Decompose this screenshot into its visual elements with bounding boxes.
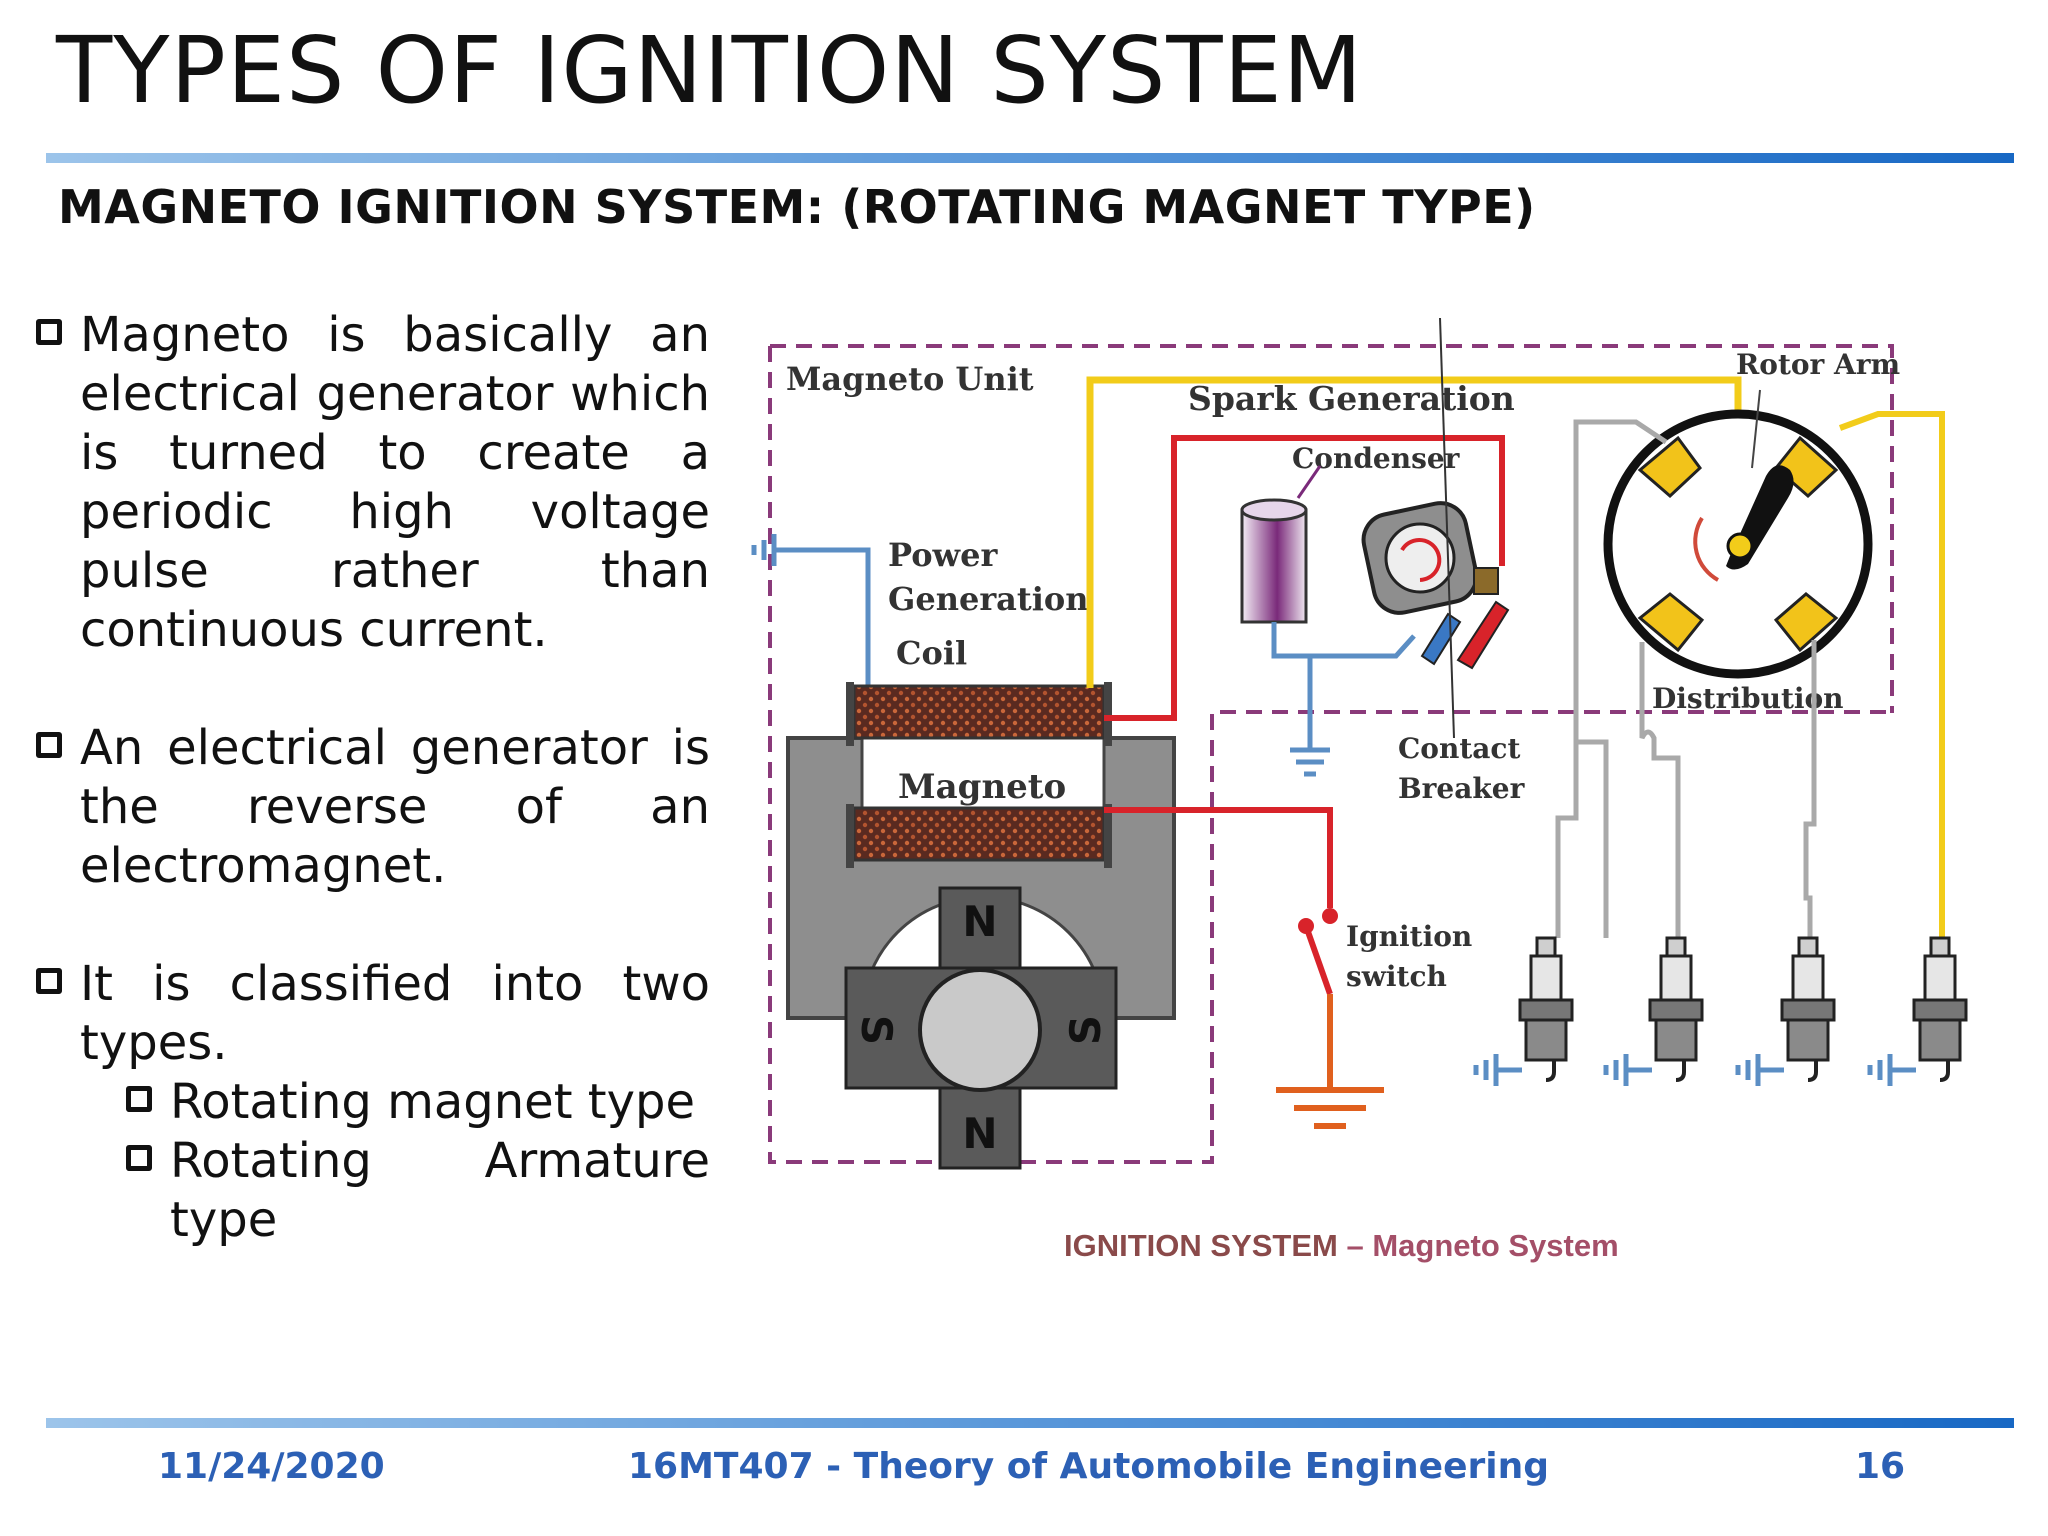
breaker-label: Breaker — [1398, 772, 1526, 805]
magneto-unit-label: Magneto Unit — [786, 360, 1034, 398]
magneto-unit-border — [768, 346, 1892, 1164]
checkbox-bullet-icon — [126, 1086, 152, 1112]
slide-subtitle: MAGNETO IGNITION SYSTEM: (ROTATING MAGNE… — [58, 180, 1536, 234]
footer-course: 16MT407 - Theory of Automobile Engineeri… — [628, 1446, 1550, 1487]
plug-2-wire — [1639, 642, 1681, 938]
power-coil-ground-wire — [774, 547, 871, 690]
spark-generation-label: Spark Generation — [1188, 379, 1515, 418]
magneto-unit-border — [770, 344, 1894, 713]
pole-s-right: S — [1061, 1015, 1110, 1045]
footer-page-number: 16 — [1855, 1446, 1906, 1487]
ground-icon — [1290, 747, 1330, 777]
bullet-text: An electrical generator is the reverse o… — [80, 720, 710, 894]
switch-label: switch — [1346, 960, 1447, 993]
sub-bullet-text: Rotating magnet type — [170, 1074, 695, 1130]
condenser-icon — [1240, 465, 1322, 624]
bullet-text: It is classified into two types. — [80, 956, 710, 1071]
sub-bullet-text: Rotating Armature type — [170, 1133, 710, 1248]
checkbox-bullet-icon — [36, 968, 62, 994]
bullet-item: It is classified into two types. — [30, 955, 710, 1073]
spark-plug-icon — [1912, 936, 1968, 1082]
pole-n-bottom: N — [962, 1109, 997, 1158]
bullet-text: Magneto is basically an electrical gener… — [80, 307, 710, 658]
sub-bullet-item: Rotating Armature type — [126, 1132, 710, 1250]
rotor-arm-label: Rotor Arm — [1736, 348, 1900, 381]
magneto-label: Magneto — [898, 767, 1066, 807]
pole-n-top: N — [962, 897, 997, 946]
footer-date: 11/24/2020 — [158, 1446, 385, 1487]
slide-title: TYPES OF IGNITION SYSTEM — [56, 17, 1364, 124]
ignition-switch-icon[interactable] — [1276, 908, 1384, 1129]
ignition-switch-wire — [1104, 807, 1333, 908]
title-divider — [46, 153, 2014, 163]
spark-plug-icon — [1780, 936, 1836, 1082]
contact-breaker-cam-icon — [1361, 501, 1510, 670]
caption-part-1: IGNITION SYSTEM — [1064, 1228, 1338, 1263]
distributor-icon — [1603, 389, 1873, 679]
generation-label: Generation — [888, 580, 1088, 618]
ground-icon — [1738, 1054, 1784, 1086]
spark-plug-icon — [1648, 936, 1704, 1082]
bullet-list: Magneto is basically an electrical gener… — [30, 306, 710, 1250]
coil-label: Coil — [896, 634, 967, 672]
contact-label: Contact — [1398, 732, 1520, 765]
primary-circuit-wire — [1104, 435, 1505, 721]
caption-part-2: – Magneto System — [1337, 1228, 1619, 1263]
bullet-item: An electrical generator is the reverse o… — [30, 719, 710, 896]
plug-1-wire — [1573, 419, 1668, 818]
checkbox-bullet-icon — [36, 319, 62, 345]
ground-icon — [1476, 1054, 1522, 1086]
condenser-label: Condenser — [1292, 442, 1461, 475]
sub-bullet-item: Rotating magnet type — [126, 1073, 710, 1132]
power-label: Power — [888, 536, 998, 574]
ground-icon — [1870, 1054, 1916, 1086]
footer-divider — [46, 1418, 2014, 1428]
pole-s-left: S — [852, 1015, 901, 1045]
checkbox-bullet-icon — [36, 732, 62, 758]
rotating-magnet: N N S S — [844, 886, 1118, 1170]
plug-3-wire — [1803, 640, 1817, 938]
primary-coil-top — [852, 684, 1106, 740]
magneto-ignition-diagram: Magneto Unit Spark Generation Condenser … — [730, 318, 2010, 1308]
spark-plug-icon — [1518, 936, 1574, 1082]
bullet-item: Magneto is basically an electrical gener… — [30, 306, 710, 660]
ground-icon — [1606, 1054, 1652, 1086]
checkbox-bullet-icon — [126, 1145, 152, 1171]
plug-4-wire — [1838, 411, 1945, 938]
ignition-label: Ignition — [1346, 920, 1472, 953]
diagram-caption: IGNITION SYSTEM – Magneto System — [1064, 1228, 1619, 1264]
primary-coil-bottom — [852, 806, 1106, 862]
